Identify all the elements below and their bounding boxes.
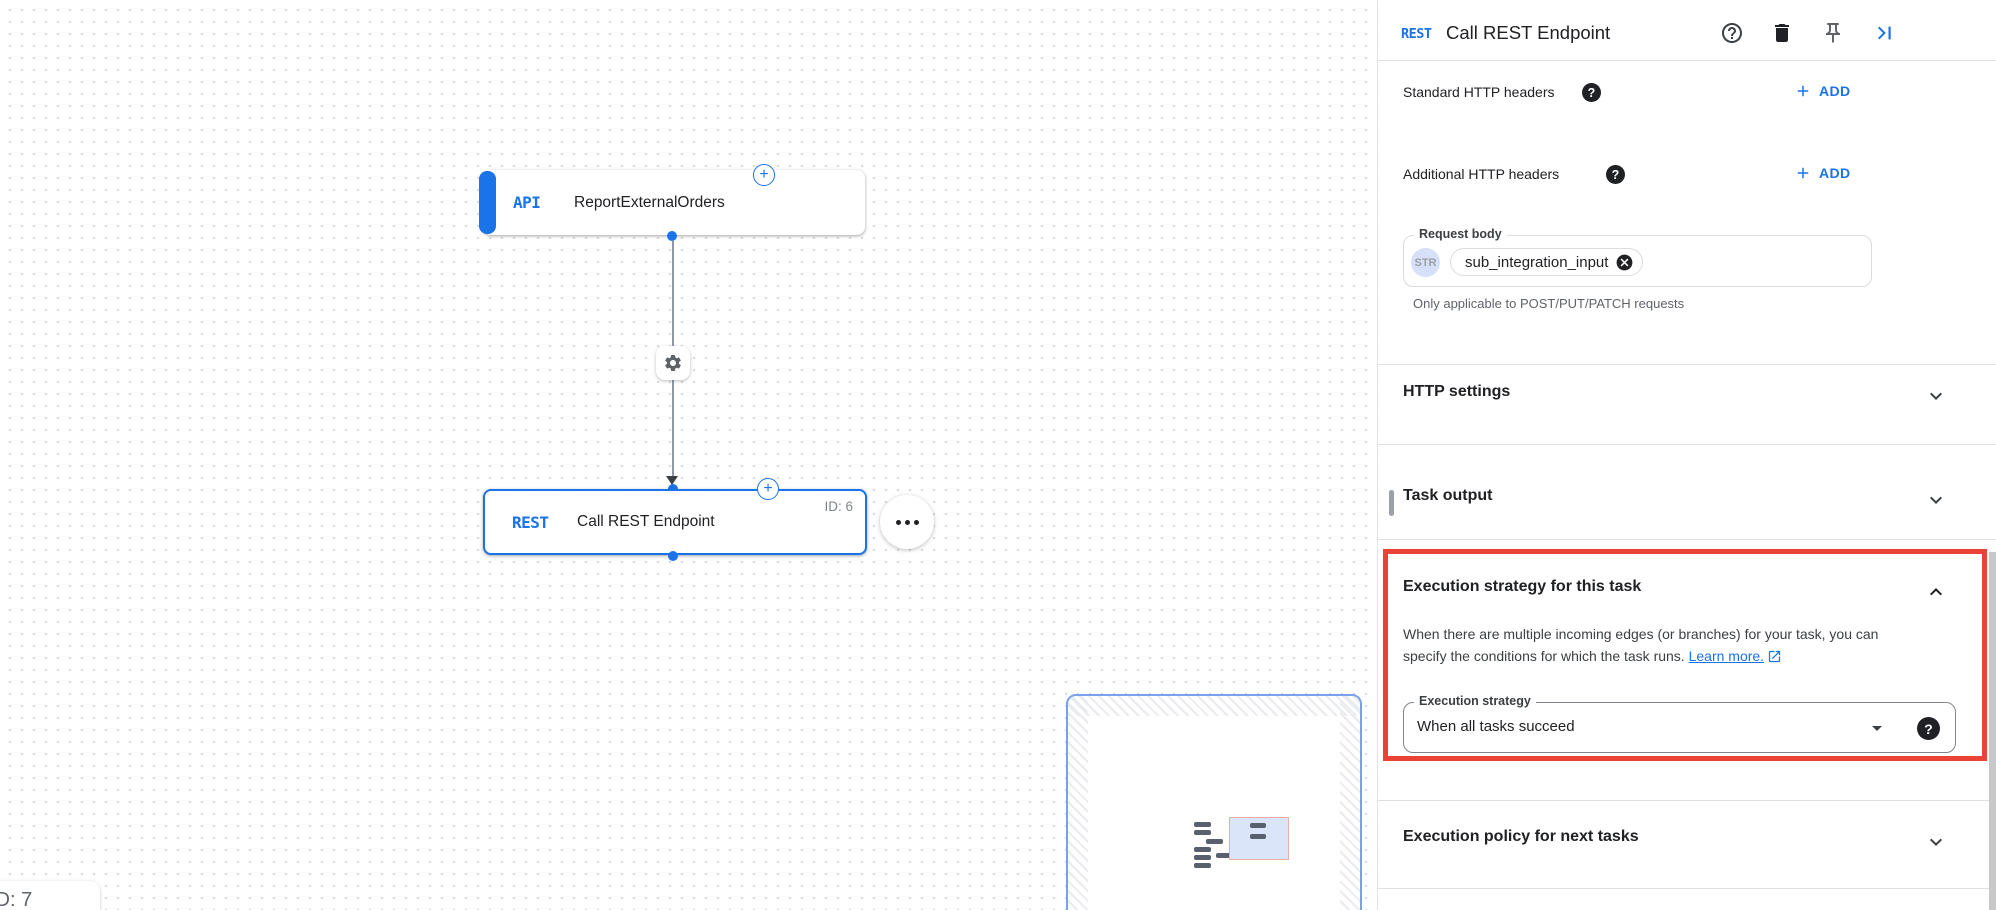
execution-strategy-help-icon[interactable]: ? <box>1917 717 1940 740</box>
panel-type-badge: REST <box>1401 26 1432 42</box>
execution-strategy-section[interactable]: Execution strategy for this task <box>1403 578 1642 595</box>
task-output-port[interactable] <box>668 551 678 561</box>
execution-strategy-dropdown[interactable]: Execution strategy When all tasks succee… <box>1403 694 1956 753</box>
task-config-panel: REST Call REST Endpoint Standard HTTP he… <box>1377 0 1996 910</box>
divider <box>1378 60 1996 61</box>
chevron-down-icon <box>1930 496 1942 504</box>
external-link-icon <box>1768 650 1781 663</box>
minimap-node <box>1194 847 1211 852</box>
task-output-expand-button[interactable] <box>1924 488 1948 512</box>
execution-strategy-value: When all tasks succeed <box>1417 718 1575 735</box>
workflow-canvas[interactable]: API ReportExternalOrders + REST Call RES… <box>0 0 1377 910</box>
standard-headers-help-icon[interactable]: ? <box>1582 83 1601 102</box>
collapse-panel-button[interactable] <box>1873 21 1897 45</box>
pin-panel-button[interactable] <box>1821 21 1845 45</box>
edge-arrowhead-icon <box>666 476 678 485</box>
chevron-down-icon <box>1930 392 1942 400</box>
task-more-menu-button[interactable] <box>880 495 934 549</box>
execution-strategy-description: When there are multiple incoming edges (… <box>1403 626 1879 664</box>
help-outline-icon <box>1722 23 1742 43</box>
more-dots-icon <box>895 519 901 525</box>
minimap-node <box>1216 853 1232 858</box>
dropdown-caret-icon[interactable] <box>1865 716 1889 740</box>
remove-chip-icon[interactable] <box>1615 253 1634 272</box>
panel-scrollbar[interactable] <box>1989 552 1996 910</box>
trigger-type-badge: API <box>513 193 541 212</box>
help-button[interactable] <box>1720 21 1744 45</box>
request-body-value-chip[interactable]: sub_integration_input <box>1450 248 1644 276</box>
minimap-viewport[interactable] <box>1229 817 1289 860</box>
request-body-field[interactable]: Request body STR sub_integration_input <box>1403 227 1872 287</box>
clipped-node-id-label: ID: 7 <box>0 889 33 910</box>
standard-headers-label: Standard HTTP headers <box>1403 84 1555 100</box>
minimap-node <box>1194 855 1211 860</box>
chevron-up-icon <box>1930 588 1942 596</box>
task-type-badge: REST <box>512 512 549 532</box>
minimap-node <box>1194 822 1211 827</box>
divider <box>1378 888 1996 889</box>
execution-policy-expand-button[interactable] <box>1924 830 1948 854</box>
panel-scroll-indicator[interactable] <box>1389 490 1394 516</box>
gear-icon <box>665 355 681 371</box>
trigger-output-port[interactable] <box>667 231 677 241</box>
pin-icon <box>1826 23 1840 43</box>
http-settings-expand-button[interactable] <box>1924 384 1948 408</box>
request-body-helper: Only applicable to POST/PUT/PATCH reques… <box>1413 296 1685 311</box>
divider <box>1378 364 1996 365</box>
minimap-hatch-border <box>1068 696 1360 716</box>
delete-task-button[interactable] <box>1770 21 1794 45</box>
edge-config-button[interactable] <box>656 346 690 380</box>
add-task-button-2[interactable]: + <box>757 478 779 500</box>
clipped-node[interactable]: ID: 7 <box>0 881 100 910</box>
additional-headers-label: Additional HTTP headers <box>1403 166 1560 182</box>
request-body-label: Request body <box>1414 227 1507 241</box>
chevron-down-icon <box>1930 838 1942 846</box>
trigger-node-label: ReportExternalOrders <box>574 193 725 211</box>
execution-strategy-collapse-button[interactable] <box>1924 580 1948 604</box>
learn-more-link[interactable]: Learn more. <box>1688 648 1765 664</box>
additional-headers-help-icon[interactable]: ? <box>1606 165 1625 184</box>
add-task-button[interactable]: + <box>753 164 775 186</box>
minimap-node <box>1206 839 1223 844</box>
panel-title: Call REST Endpoint <box>1446 22 1611 43</box>
execution-strategy-field-label: Execution strategy <box>1414 694 1536 708</box>
task-node-label: Call REST Endpoint <box>577 513 715 530</box>
minimap-node <box>1194 830 1211 835</box>
trash-icon <box>1775 24 1789 42</box>
string-type-chip: STR <box>1411 248 1440 277</box>
plus-icon <box>1797 85 1809 97</box>
collapse-right-icon <box>1878 26 1891 40</box>
divider <box>1378 800 1996 801</box>
trigger-node-report-external-orders[interactable]: API ReportExternalOrders <box>479 170 865 235</box>
minimap-node <box>1194 863 1211 868</box>
plus-icon <box>1797 167 1809 179</box>
http-settings-section[interactable]: HTTP settings <box>1403 383 1511 400</box>
divider <box>1378 539 1996 540</box>
trigger-accent-bar <box>479 171 496 234</box>
execution-policy-section[interactable]: Execution policy for next tasks <box>1403 828 1639 845</box>
task-id-label: ID: 6 <box>824 499 853 514</box>
divider <box>1378 444 1996 445</box>
task-output-section[interactable]: Task output <box>1403 487 1493 504</box>
standard-headers-add-button[interactable]: ADD <box>1794 82 1851 100</box>
additional-headers-add-button[interactable]: ADD <box>1794 164 1851 182</box>
task-node-call-rest-endpoint[interactable]: REST Call REST Endpoint ID: 6 <box>483 489 867 555</box>
canvas-minimap[interactable] <box>1066 694 1362 910</box>
